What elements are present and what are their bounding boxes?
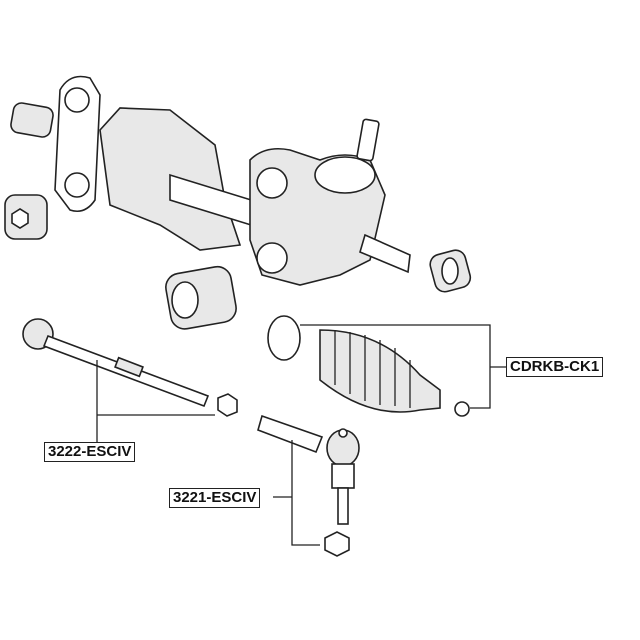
bushing-left [4, 194, 48, 240]
bushing-center [165, 265, 237, 330]
outer-tie-rod-end [257, 414, 360, 557]
leader-lines [96, 324, 507, 546]
rack-boot [319, 329, 470, 417]
steering-gear-assembly [10, 75, 411, 286]
part-label-inner-tie-rod: 3222-ESCIV [44, 442, 136, 462]
seal-ring [429, 249, 472, 293]
part-label-outer-tie-rod-end: 3221-ESCIV [169, 488, 261, 508]
boot-clamp [267, 315, 301, 361]
part-label-boot-kit: CDRKB-CK1 [506, 357, 604, 377]
inner-tie-rod [22, 318, 238, 417]
